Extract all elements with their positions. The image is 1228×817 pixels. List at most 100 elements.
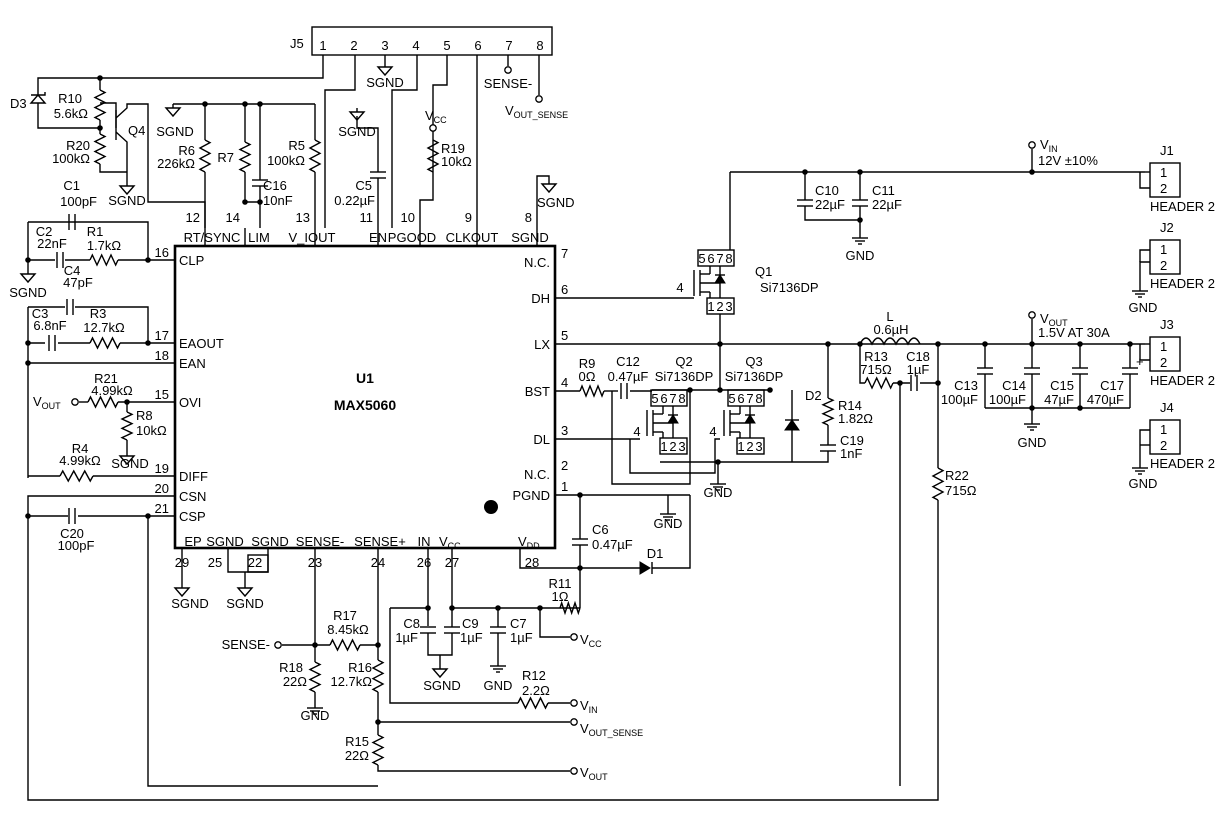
label: R1 [87, 224, 104, 239]
label: 47pF [63, 275, 93, 290]
label: 0.22µF [334, 193, 375, 208]
junction-dot [717, 341, 723, 347]
pin-name: PGOOD [388, 230, 436, 245]
j5-pin2-wire [324, 55, 356, 228]
header-label: HEADER 2 [1150, 373, 1215, 388]
capacitor-c8 [420, 626, 436, 634]
label: 226kΩ [157, 156, 195, 171]
label: 22µF [815, 197, 845, 212]
label: R20 [66, 138, 90, 153]
header-label: HEADER 2 [1150, 456, 1215, 471]
header-pin: 1 [1160, 165, 1167, 180]
label: GND [1018, 435, 1047, 450]
j5-ref: J5 [290, 36, 304, 51]
wire [1139, 249, 1150, 262]
pin22-box [247, 554, 269, 573]
pin-name-ean: EAN [179, 356, 206, 371]
label: 1µF [907, 362, 930, 377]
vin-terminal-top [1028, 141, 1036, 149]
label: 22Ω [345, 748, 369, 763]
header-label: HEADER 2 [1150, 276, 1215, 291]
label: C20 [60, 526, 84, 541]
wire [536, 175, 550, 228]
resistor-r5 [308, 139, 322, 173]
q4-label: Q4 [128, 123, 145, 138]
pin-number: 28 [525, 555, 539, 570]
vout-label-top: VOUT [1040, 311, 1068, 328]
capacitor-c18 [910, 375, 918, 391]
label: 715Ω [945, 483, 977, 498]
junction-dot [25, 360, 31, 366]
svg-text:8: 8 [725, 251, 732, 266]
wire [1139, 172, 1150, 189]
pin-name: SENSE- [296, 534, 344, 549]
pin-name: SGND [206, 534, 244, 549]
pin-number: 21 [155, 501, 169, 516]
label: R14 [838, 398, 862, 413]
pin-number: 10 [401, 210, 415, 225]
vout-label-ovi: VOUT [33, 394, 61, 411]
svg-text:1: 1 [660, 439, 667, 454]
net-label: VIN [580, 698, 598, 715]
polarity-mark: + [1136, 354, 1144, 369]
wire [519, 548, 640, 569]
resistor-r21 [87, 395, 119, 409]
pin-number: 5 [561, 328, 568, 343]
label: GND [301, 708, 330, 723]
header-ref: J2 [1160, 220, 1174, 235]
svg-text:3: 3 [755, 439, 762, 454]
connector-j5 [311, 26, 553, 56]
resistor-r15 [371, 734, 385, 766]
svg-text:2: 2 [716, 299, 723, 314]
resistor-r19 [426, 139, 440, 173]
label: R11 [549, 576, 572, 591]
ic-ref: U1 [356, 370, 374, 386]
svg-text:3: 3 [725, 299, 732, 314]
vcc-label: VCC [425, 108, 447, 125]
label: C14 [1002, 378, 1026, 393]
label: 1.82Ω [838, 411, 873, 426]
header-pin: 2 [1160, 355, 1167, 370]
resistor-r13 [864, 376, 894, 390]
pin-name: SENSE+ [354, 534, 406, 549]
label: 4.99kΩ [59, 453, 101, 468]
capacitor-c7 [490, 626, 506, 634]
label: C6 [592, 522, 609, 537]
j5-pin-number: 1 [319, 38, 326, 53]
pin-number: 1 [561, 479, 568, 494]
pin-number: 16 [155, 245, 169, 260]
wires [25, 55, 1150, 801]
capacitor-c10 [797, 199, 813, 207]
label: 1Ω [552, 589, 569, 604]
wire [356, 116, 379, 172]
label: R15 [345, 734, 369, 749]
vout-terminal-top [1028, 311, 1036, 319]
svg-text:5: 5 [698, 251, 705, 266]
label: SGND [156, 124, 194, 139]
resistor-r22 [931, 467, 945, 501]
pin-name: EN [369, 230, 387, 245]
label: Q3 [745, 354, 762, 369]
ic-u1-body [173, 244, 557, 550]
header-ref: J3 [1160, 317, 1174, 332]
resistor-r4 [59, 469, 94, 483]
sgnd-bus-symbol [164, 104, 182, 118]
resistor-r14 [821, 397, 835, 426]
sgnd-q4 [118, 182, 136, 196]
wire [427, 633, 453, 656]
label: 100pF [60, 194, 97, 209]
svg-text:7: 7 [669, 391, 676, 406]
vout-terminal-ovi [71, 398, 79, 406]
resistor-r3 [89, 336, 121, 350]
gnd-pgnd [660, 508, 676, 521]
label: 1µF [395, 630, 418, 645]
pin-name: SGND [251, 534, 289, 549]
label: 4 [709, 424, 716, 439]
label: 2.2Ω [522, 683, 550, 698]
label: R9 [579, 356, 596, 371]
ic-part-number: MAX5060 [334, 397, 396, 413]
label: C9 [462, 616, 479, 631]
pin-name: N.C. [524, 467, 550, 482]
svg-text:6: 6 [660, 391, 667, 406]
